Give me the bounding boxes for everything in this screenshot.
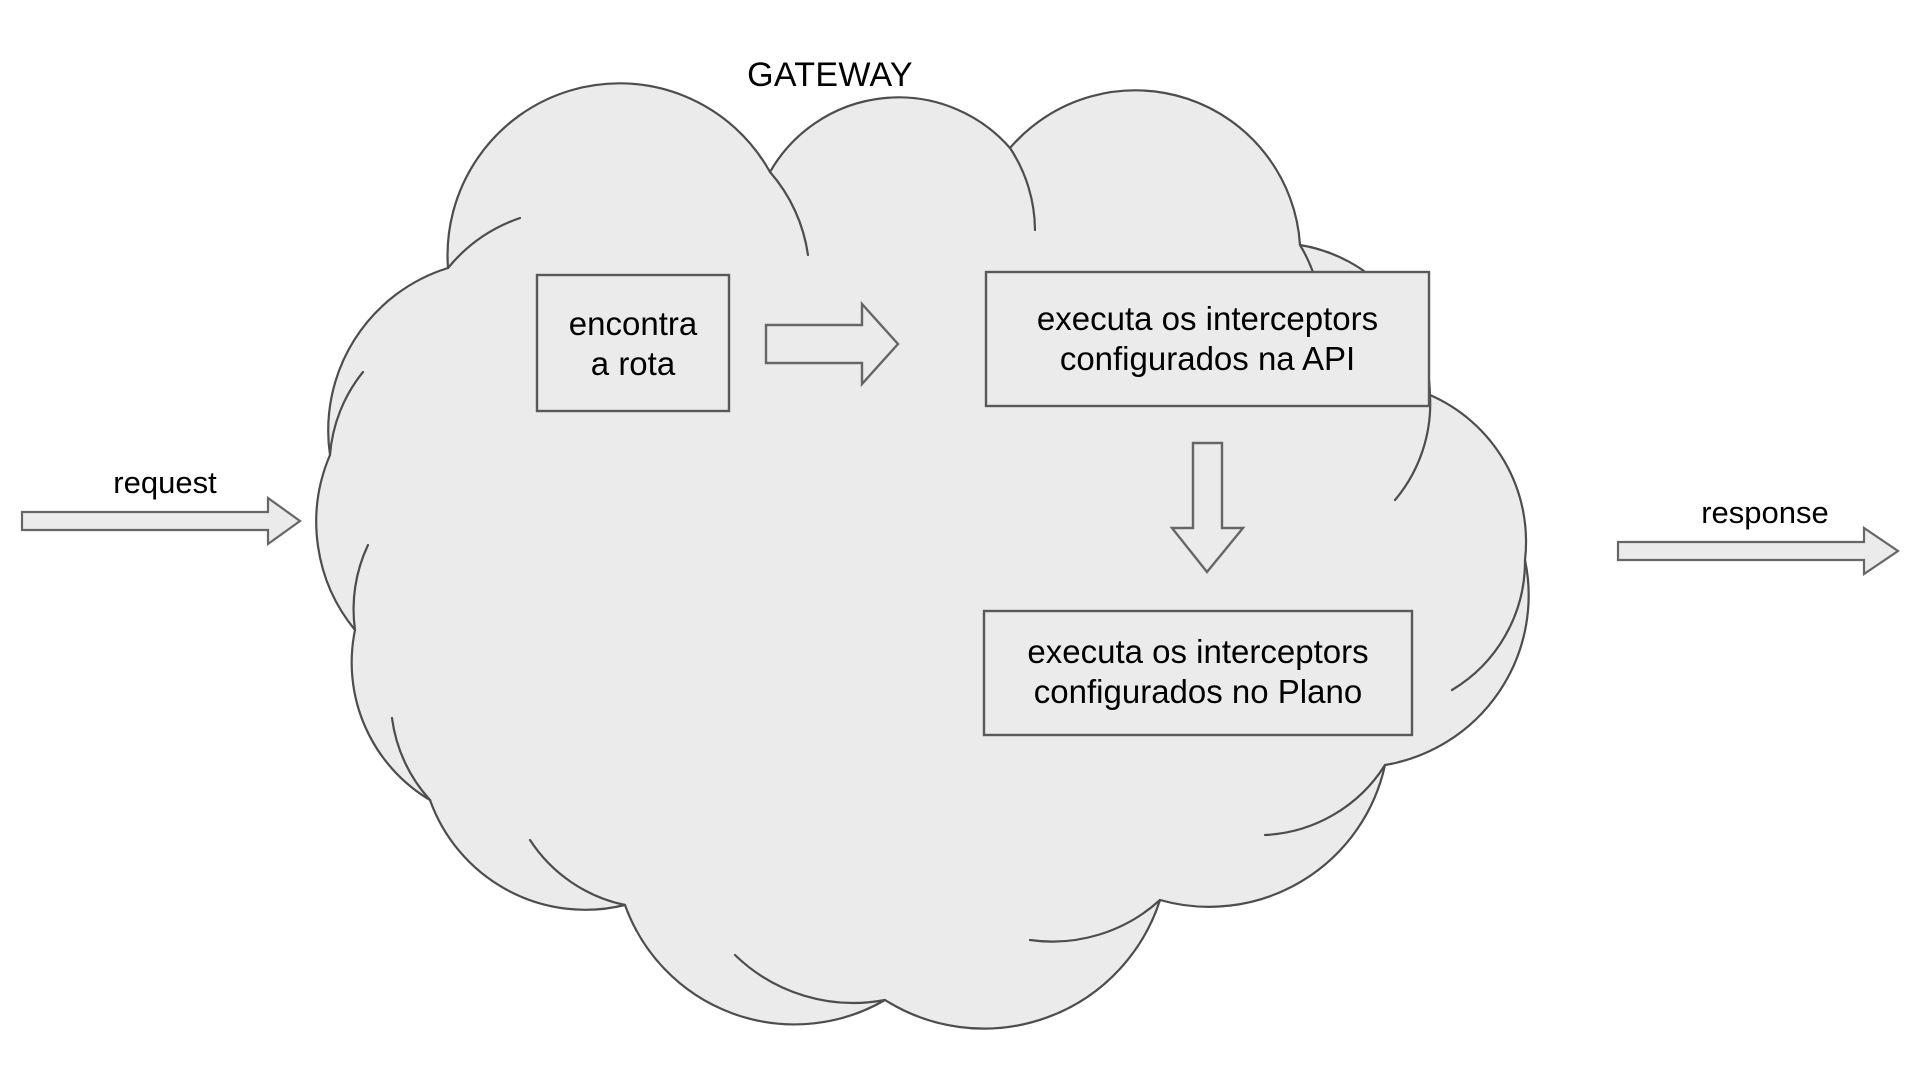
connector-down-arrow-shape [1169,441,1246,574]
box-plan-interceptors[interactable] [982,609,1414,737]
connector-right-arrow-shape [764,300,900,388]
box-find-route[interactable] [535,273,731,413]
cloud-container[interactable] [315,82,1530,1030]
connector-api-to-plan[interactable] [1169,441,1246,574]
connector-route-to-api[interactable] [764,300,900,388]
request-arrow-shape [20,495,302,547]
request-flow-arrow[interactable] [20,495,302,547]
cloud-shape [315,82,1530,1030]
box-api-interceptors[interactable] [984,270,1431,408]
response-arrow-shape [1616,525,1900,577]
response-flow-arrow[interactable] [1616,525,1900,577]
cloud-inner-arcs [328,146,1527,1005]
